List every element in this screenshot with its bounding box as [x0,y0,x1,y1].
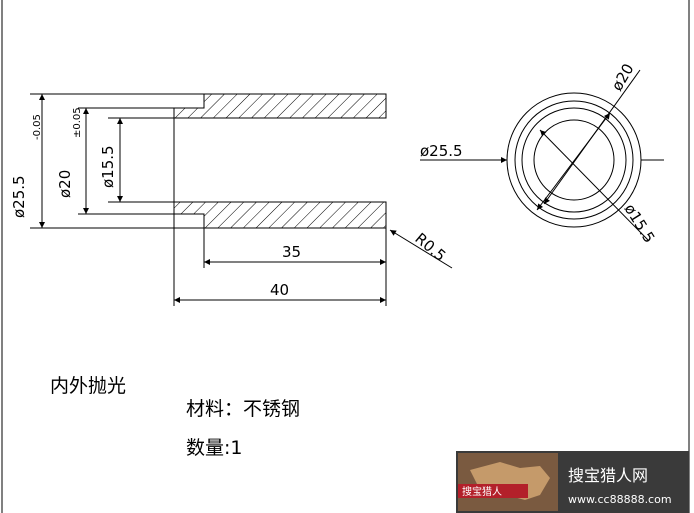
note-polish: 内外抛光 [50,375,126,397]
circle-inner [533,119,615,201]
watermark-site-name: 搜宝猎人网 [568,466,648,485]
bottom-wall-hatch [173,201,387,229]
label-outer-dia: ø25.5 [10,175,28,218]
watermark-url: www.cc88888.com [568,493,672,506]
label-circle-outer: ø25.5 [420,142,463,160]
end-view [506,92,642,228]
circle-mid [521,107,627,213]
label-circle-mid: ø20 [608,61,638,94]
label-len-40: 40 [270,281,289,299]
label-radius: R0.5 [411,229,449,265]
label-mid-tol: ±0.05 [72,107,83,138]
label-mid-dia: ø20 [56,170,74,198]
note-material: 材料：不锈钢 [186,398,300,420]
label-outer-tol: -0.05 [32,114,43,140]
leader-circle-inner [539,129,649,241]
hunter-logo-icon [470,462,550,500]
watermark-logo-text: 搜宝猎人 [462,485,502,498]
label-circle-inner: ø15.5 [621,201,659,247]
note-quantity: 数量:1 [186,437,243,459]
label-inner-dia: ø15.5 [99,145,117,188]
watermark: 搜宝猎人 搜宝猎人网 www.cc88888.com [456,451,689,513]
top-wall-hatch [173,93,387,119]
circle-outer [506,92,642,228]
section-view [30,93,387,306]
leader-r05 [389,229,453,269]
circle-outer-edge [514,100,634,220]
leader-circle-mid-dia [536,112,611,211]
watermark-logo-banner [458,484,528,498]
label-len-35: 35 [282,243,301,261]
